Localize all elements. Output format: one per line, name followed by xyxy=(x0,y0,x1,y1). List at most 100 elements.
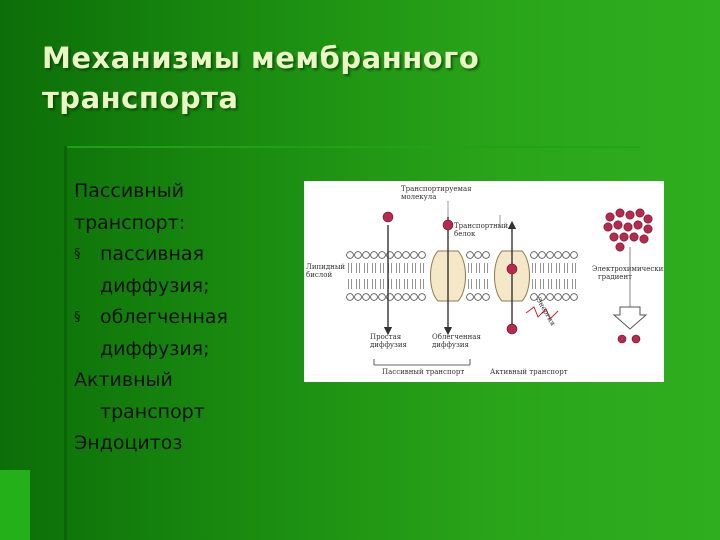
molecule-cluster xyxy=(603,208,653,252)
lipid-head xyxy=(562,293,570,301)
molecule-icon xyxy=(506,263,518,275)
lipid-bilayer-label: Липидный xyxy=(306,263,345,271)
lipid-head xyxy=(402,251,410,259)
lipid-head xyxy=(410,293,418,301)
molecule-icon xyxy=(609,232,619,242)
decorative-vertical-line xyxy=(64,146,67,540)
lipid-head xyxy=(346,293,354,301)
lipid-tail xyxy=(572,263,576,273)
lipid-head xyxy=(570,251,578,259)
decorative-corner-accent xyxy=(0,470,30,540)
lipid-tail xyxy=(540,279,544,289)
lipid-head xyxy=(370,293,378,301)
molecule-icon xyxy=(603,222,613,232)
lipid-head xyxy=(378,293,386,301)
lipid-tail xyxy=(348,279,352,289)
lipid-head xyxy=(466,293,474,301)
lipid-head xyxy=(394,293,402,301)
molecule-icon xyxy=(615,242,625,252)
lipid-head xyxy=(362,251,370,259)
lipid-head xyxy=(538,293,546,301)
lipid-tail xyxy=(556,279,560,289)
slide-title: Механизмы мембранного транспорта xyxy=(42,38,662,118)
lipid-tail xyxy=(388,263,392,273)
lipid-head xyxy=(554,293,562,301)
molecule-icon xyxy=(635,208,645,218)
facilitated-diffusion-label: диффузия xyxy=(432,341,470,349)
lipid-head xyxy=(394,251,402,259)
molecule-icon xyxy=(643,224,653,234)
list-item-label: облегченная xyxy=(100,306,228,328)
active-transport-heading-1: Активный xyxy=(74,369,173,391)
endocytosis-heading: Эндоцитоз xyxy=(74,432,183,454)
molecule-icon xyxy=(625,210,635,220)
lipid-head xyxy=(474,251,482,259)
list-item-continuation: диффузия; xyxy=(100,337,210,360)
passive-transport-heading-1: Пассивный xyxy=(74,180,185,202)
lipid-tail xyxy=(380,279,384,289)
active-transport-caption: Активный транспорт xyxy=(490,368,568,376)
molecule-icon xyxy=(605,212,615,222)
bullet-icon: § xyxy=(74,247,81,262)
passive-transport-caption: Пассивный транспорт xyxy=(382,368,464,376)
molecule-icon xyxy=(643,214,653,224)
lipid-head xyxy=(410,251,418,259)
lipid-head xyxy=(466,251,474,259)
gradient-label: градиент xyxy=(598,273,632,281)
molecule-icon xyxy=(619,232,629,242)
lipid-head xyxy=(554,251,562,259)
molecule-icon xyxy=(639,234,649,244)
lipid-tail xyxy=(356,279,360,289)
lipid-tail xyxy=(348,263,352,273)
list-item-facilitated-diffusion: § облегченная xyxy=(74,302,304,334)
lipid-tail xyxy=(548,279,552,289)
active-transport-heading-2: транспорт xyxy=(100,400,205,423)
lipid-head xyxy=(538,251,546,259)
lipid-tail xyxy=(564,279,568,289)
lipid-head xyxy=(546,251,554,259)
lipid-head xyxy=(562,251,570,259)
lipid-tail xyxy=(412,279,416,289)
decorative-horizontal-line xyxy=(64,146,640,148)
lipid-tail xyxy=(356,263,360,273)
lipid-head xyxy=(370,251,378,259)
lipid-tail xyxy=(412,263,416,273)
passive-transport-heading-2: транспорт: xyxy=(74,211,186,234)
lipid-head xyxy=(402,293,410,301)
molecule-icon xyxy=(506,323,518,335)
lipid-tail xyxy=(396,279,400,289)
transported-molecule-label: Транспортируемая xyxy=(401,185,472,193)
lipid-tail xyxy=(404,279,408,289)
simple-diffusion-label: Простая xyxy=(370,333,402,341)
lipid-tail xyxy=(396,263,400,273)
molecule-icon xyxy=(442,219,454,231)
bullet-icon: § xyxy=(74,310,81,325)
molecule-icon xyxy=(631,334,641,344)
lipid-tail xyxy=(372,279,376,289)
lipid-head xyxy=(474,293,482,301)
lipid-tail xyxy=(540,263,544,273)
lipid-tail xyxy=(404,263,408,273)
membrane-transport-diagram: Транспортируемая молекула Транспортный б… xyxy=(304,181,664,382)
lipid-head xyxy=(346,251,354,259)
bullet-list: Пассивный транспорт: §пассивная диффузия… xyxy=(74,176,304,460)
membrane-diagram-svg: Транспортируемая молекула Транспортный б… xyxy=(306,185,664,376)
gradient-arrow xyxy=(612,306,648,330)
lipid-tail xyxy=(476,263,480,273)
lipid-head xyxy=(354,251,362,259)
energy-zigzag xyxy=(525,306,559,320)
molecule-icon xyxy=(623,222,633,232)
lipid-head xyxy=(570,293,578,301)
lipid-tail xyxy=(364,279,368,289)
lipid-tail xyxy=(484,263,488,273)
molecule-icon xyxy=(382,211,394,223)
lipid-tail xyxy=(564,263,568,273)
list-item-continuation: диффузия; xyxy=(100,274,210,297)
lipid-tail xyxy=(548,263,552,273)
lipid-head xyxy=(378,251,386,259)
lipid-bilayer-label: бислой xyxy=(306,271,332,279)
lipid-head xyxy=(362,293,370,301)
molecule-icon xyxy=(615,208,625,218)
title-line-2: транспорта xyxy=(42,81,239,115)
lipid-head xyxy=(418,251,426,259)
